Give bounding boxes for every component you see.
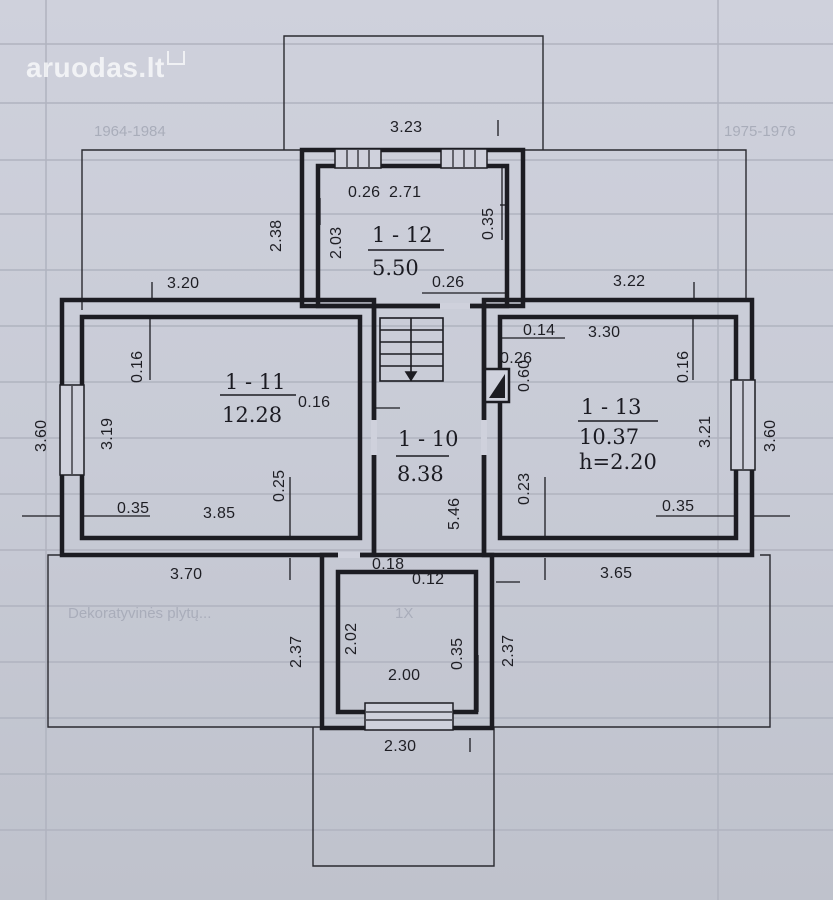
dim-label: 3.60: [762, 419, 779, 452]
dim-label: 0.35: [449, 637, 466, 670]
dim-label: 0.26: [348, 184, 381, 201]
dim-label: 0.18: [372, 556, 405, 573]
aruodas-watermark-logo: aruodas.lt: [26, 51, 185, 84]
house-icon: [166, 51, 185, 65]
room-label-1-12: 1 - 12: [372, 223, 433, 247]
room-label-1-11: 1 - 11: [225, 370, 286, 394]
dim-label: 2.38: [268, 219, 285, 252]
dim-label: 0.23: [516, 472, 533, 505]
ghost-text: 1964-1984: [94, 123, 166, 140]
room-height-1-13: h=2.20: [579, 450, 657, 474]
dim-label: 2.02: [343, 622, 360, 655]
dim-label: 3.19: [99, 417, 116, 450]
dim-label: 0.16: [675, 350, 692, 383]
dim-label: 0.26: [500, 350, 533, 367]
room-area-1-10: 8.38: [397, 462, 444, 486]
dim-label: 3.21: [697, 415, 714, 448]
dim-label: 2.03: [328, 226, 345, 259]
dim-label: 0.35: [480, 207, 497, 240]
chimney: [483, 367, 511, 404]
ghost-text: 1975-1976: [724, 123, 796, 140]
dim-label: 0.16: [129, 350, 146, 383]
dim-label: 2.71: [389, 184, 422, 201]
site-outline: [47, 35, 771, 867]
dim-label: 0.12: [412, 571, 445, 588]
room-area-1-12: 5.50: [372, 256, 419, 280]
dim-label: 3.85: [203, 505, 236, 522]
dim-label: 2.37: [288, 635, 305, 668]
dim-label: 0.35: [662, 498, 695, 515]
stairs: [379, 317, 444, 382]
dim-label: 3.30: [588, 324, 621, 341]
label-underlines: [220, 249, 658, 457]
dim-label: 0.26: [432, 274, 465, 291]
door-gaps: [338, 303, 487, 558]
dimension-lines: [22, 120, 790, 752]
ghost-text: Dekoratyvinės plytų...: [68, 605, 212, 622]
dim-label: 3.65: [600, 565, 633, 582]
dim-label: 3.20: [167, 275, 200, 292]
dim-label: 2.00: [388, 667, 421, 684]
dim-label: 0.25: [271, 469, 288, 502]
dim-label: 5.46: [446, 497, 463, 530]
dim-label: 0.35: [117, 500, 150, 517]
dim-label: 3.22: [613, 273, 646, 290]
watermark-text: aruodas.lt: [26, 52, 165, 83]
room-label-1-13: 1 - 13: [581, 395, 642, 419]
dim-label: 0.16: [298, 394, 331, 411]
room-label-1-10: 1 - 10: [398, 427, 459, 451]
room-area-1-13: 10.37: [579, 425, 640, 449]
dim-label: 3.23: [390, 119, 423, 136]
window-mullions: [71, 150, 744, 721]
dim-label: 0.14: [523, 322, 556, 339]
dim-label: 2.37: [500, 634, 517, 667]
dim-label: 0.60: [516, 359, 533, 392]
ghost-text: 1X: [395, 605, 414, 622]
dim-label: 2.30: [384, 738, 417, 755]
dim-label: 3.70: [170, 566, 203, 583]
dim-label: 3.60: [33, 419, 50, 452]
walls: [59, 147, 755, 731]
room-area-1-11: 12.28: [222, 403, 283, 427]
